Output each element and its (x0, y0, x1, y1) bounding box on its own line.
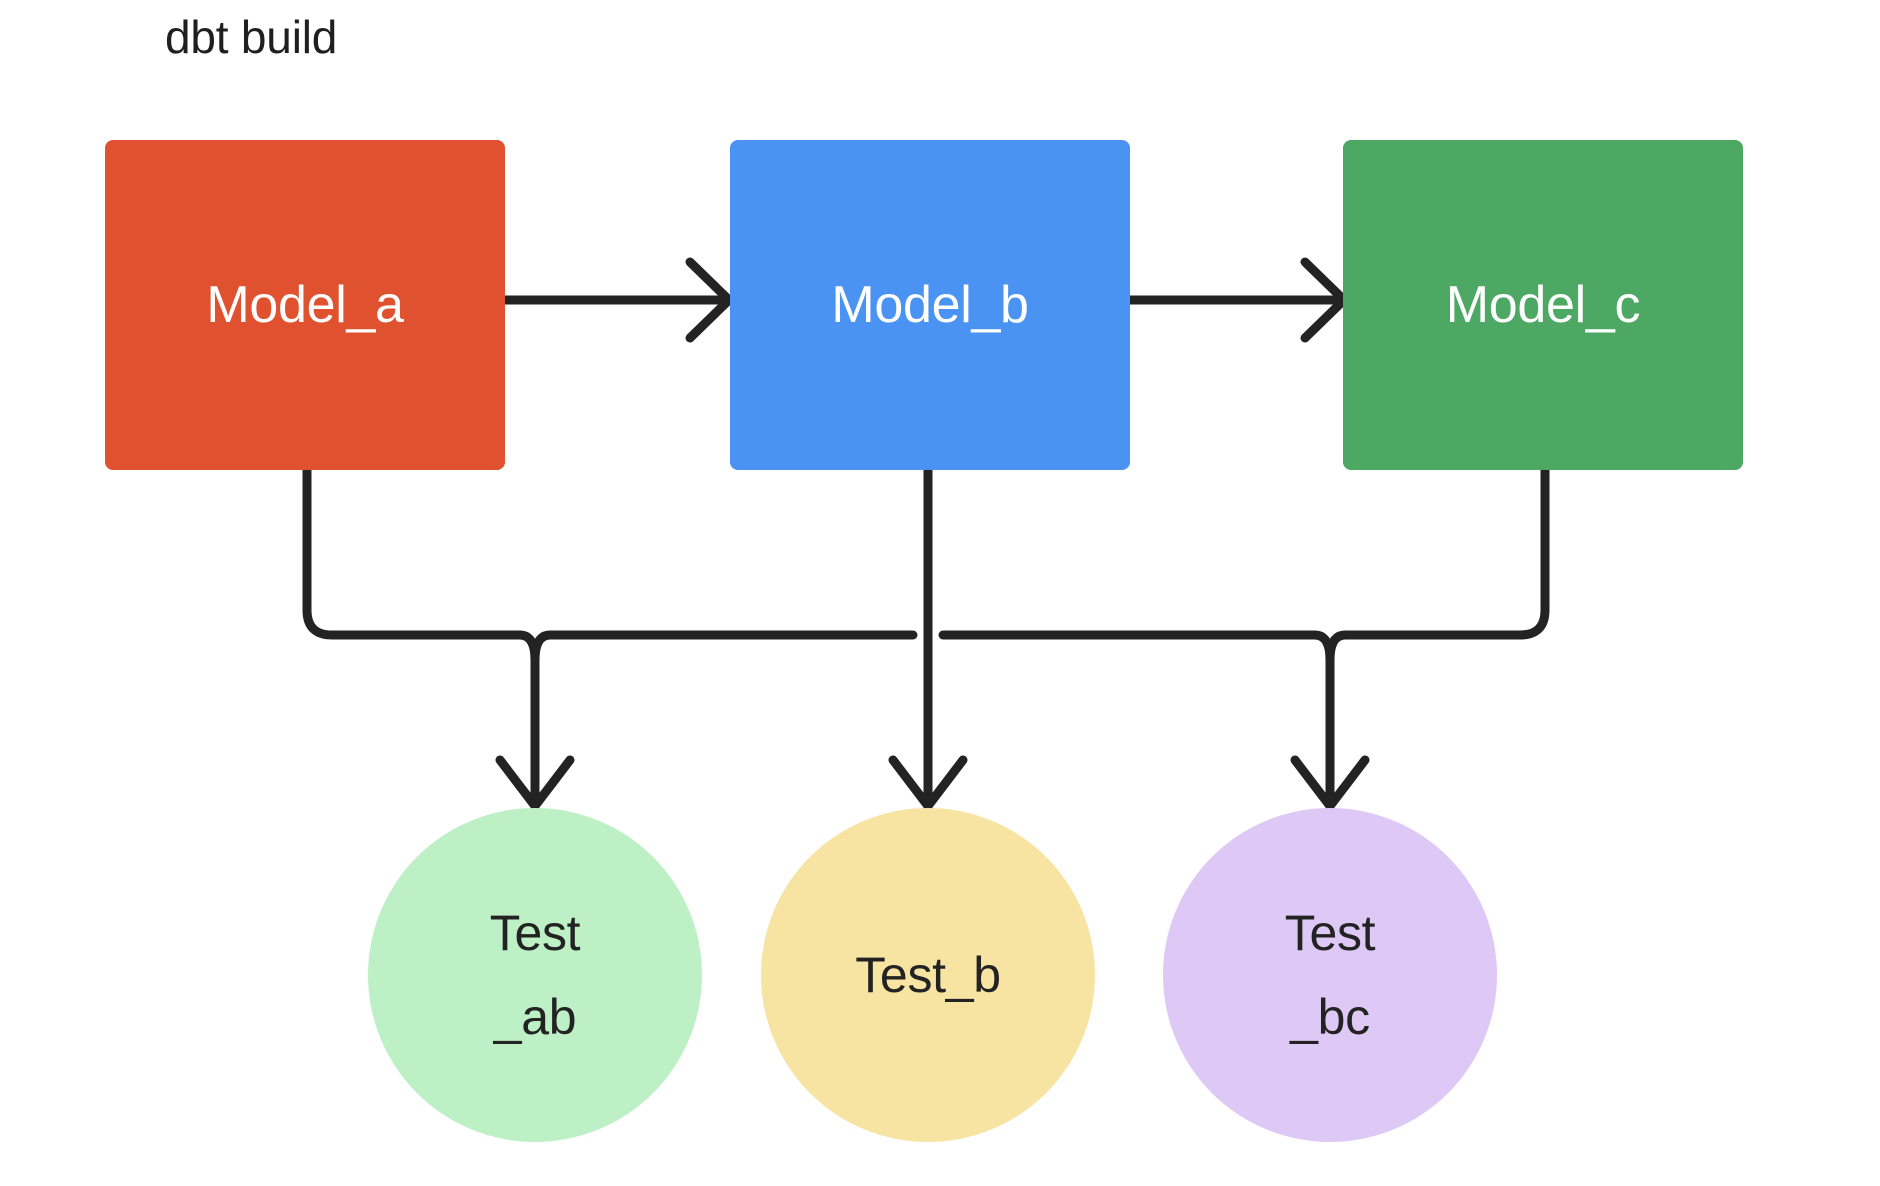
arrowhead-test-ab (495, 755, 575, 811)
arrowhead-test-bc (1290, 755, 1370, 811)
node-test-b[interactable]: Test_b (761, 808, 1095, 1142)
node-test-bc[interactable]: Test _bc (1163, 808, 1497, 1142)
node-model-b[interactable]: Model_b (730, 140, 1130, 470)
node-test-ab[interactable]: Test _ab (368, 808, 702, 1142)
page-title: dbt build (165, 11, 338, 63)
merge-rail-middle (530, 630, 1320, 665)
edge-model-a-to-test-ab (302, 465, 525, 640)
edge-model-a-to-model-b (500, 257, 734, 343)
edge-model-b-to-model-c (1125, 257, 1349, 343)
node-model-c[interactable]: Model_c (1343, 140, 1743, 470)
merge-rail-right (1310, 630, 1350, 800)
edge-model-c-to-test-bc (1340, 465, 1550, 640)
node-model-a[interactable]: Model_a (105, 140, 505, 470)
arrowhead-test-b (888, 755, 968, 811)
